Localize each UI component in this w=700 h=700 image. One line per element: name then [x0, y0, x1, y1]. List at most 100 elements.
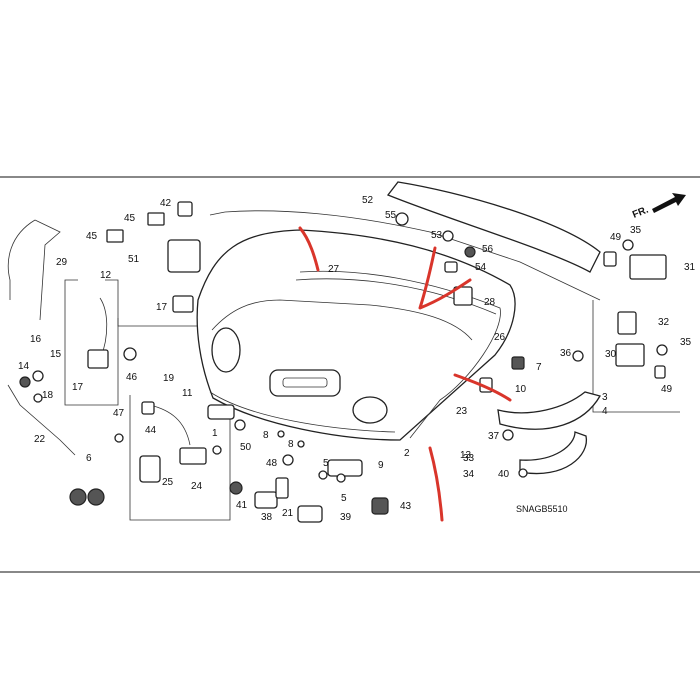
bumper-6-left [69, 488, 87, 506]
callout-19: 19 [163, 373, 175, 384]
nut-8-upper [277, 430, 285, 438]
callout-9: 9 [378, 460, 384, 471]
callout-34: 34 [463, 469, 475, 480]
callout-16: 16 [30, 334, 42, 345]
callout-10: 10 [515, 384, 527, 395]
pad-45-lower [106, 229, 124, 243]
callout-35: 35 [630, 225, 642, 236]
hinge-bracket-28 [453, 286, 473, 306]
callout-52: 52 [362, 195, 374, 206]
annotation-mark-1 [298, 226, 320, 272]
clip-35-upper [622, 239, 634, 251]
callout-50: 50 [240, 442, 252, 453]
callout-49: 49 [610, 232, 622, 243]
callout-8: 8 [288, 439, 294, 450]
callout-55: 55 [385, 210, 397, 221]
callout-5: 5 [341, 493, 347, 504]
actuator-24 [179, 447, 207, 465]
callout-21: 21 [282, 508, 294, 519]
washer-15 [32, 370, 44, 382]
group-bracket-19 [129, 395, 231, 521]
callout-4: 4 [602, 406, 608, 417]
bolt-1 [212, 445, 222, 455]
bolt-47 [114, 433, 124, 443]
group-bracket-51 [117, 318, 205, 327]
pad-9 [327, 459, 363, 477]
callout-3: 3 [602, 392, 608, 403]
nut-8-lower [297, 440, 305, 448]
annotation-mark-2 [418, 246, 472, 310]
callout-12: 12 [100, 270, 112, 281]
group-bracket-12 [64, 279, 119, 406]
nut-5-lower [336, 473, 346, 483]
bolt-36 [572, 350, 584, 362]
callout-17: 17 [156, 302, 168, 313]
callout-18: 18 [42, 390, 54, 401]
callout-48: 48 [266, 458, 278, 469]
callout-37: 37 [488, 431, 500, 442]
callout-11: 11 [182, 388, 193, 399]
clip-14 [19, 376, 31, 388]
callout-56: 56 [482, 244, 494, 255]
striker-21 [275, 477, 289, 499]
lid-opening-right [352, 396, 388, 424]
pad-39 [297, 505, 323, 523]
bumper-49-bottom [654, 365, 666, 379]
annotation-mark-3 [453, 373, 512, 402]
callout-24: 24 [191, 481, 203, 492]
bolt-46 [123, 347, 137, 361]
callout-33: 33 [463, 453, 475, 464]
callout-51: 51 [128, 254, 140, 265]
callout-31: 31 [684, 262, 696, 273]
bolt-48 [282, 454, 294, 466]
bracket-17-upper [172, 295, 194, 313]
clip-44 [141, 401, 155, 415]
callout-45: 45 [86, 231, 98, 242]
bumper-49-top [603, 251, 617, 267]
hinge-arm-33 [519, 431, 588, 475]
callout-36: 36 [560, 348, 572, 359]
group-bracket-30-32 [592, 300, 680, 413]
cable-22 [7, 384, 76, 456]
outer-frame-top [224, 210, 601, 301]
outer-frame-corner [209, 211, 226, 216]
cable-19 [149, 404, 191, 446]
clip-41 [229, 481, 243, 495]
callout-44: 44 [145, 425, 157, 436]
trunk-lid-crease [211, 299, 473, 341]
callout-26: 26 [494, 332, 506, 343]
callout-25: 25 [162, 477, 174, 488]
bolt-50 [234, 419, 246, 431]
diagram-code: SNAGB5510 [516, 504, 568, 514]
callout-14: 14 [18, 361, 30, 372]
callout-30: 30 [605, 349, 617, 360]
callout-45: 45 [124, 213, 136, 224]
trunk-opener-31 [629, 254, 667, 280]
callout-54: 54 [475, 262, 487, 273]
clip-18 [33, 393, 43, 403]
hinge-arm-3 [497, 391, 601, 430]
actuator-30 [615, 343, 645, 367]
clip-53 [442, 230, 454, 242]
callout-6: 6 [86, 453, 92, 464]
clip-55 [395, 212, 409, 226]
bolt-37 [502, 429, 514, 441]
trunk-lid-lower-edge [209, 391, 396, 433]
bumper-6-right [87, 488, 105, 506]
clip-56 [464, 246, 476, 258]
clip-42 [177, 201, 193, 217]
callout-53: 53 [431, 230, 443, 241]
front-direction-arrow-icon [652, 193, 686, 213]
front-direction-label: FR. [631, 204, 650, 220]
callout-29: 29 [56, 257, 68, 268]
license-recess [269, 369, 341, 397]
callout-13: 13 [460, 450, 472, 461]
callout-40: 40 [498, 469, 510, 480]
callout-43: 43 [400, 501, 412, 512]
callout-17: 17 [72, 382, 84, 393]
callout-2: 2 [404, 448, 410, 459]
callout-1: 1 [212, 428, 218, 439]
callout-38: 38 [261, 512, 273, 523]
pad-11 [207, 404, 235, 420]
